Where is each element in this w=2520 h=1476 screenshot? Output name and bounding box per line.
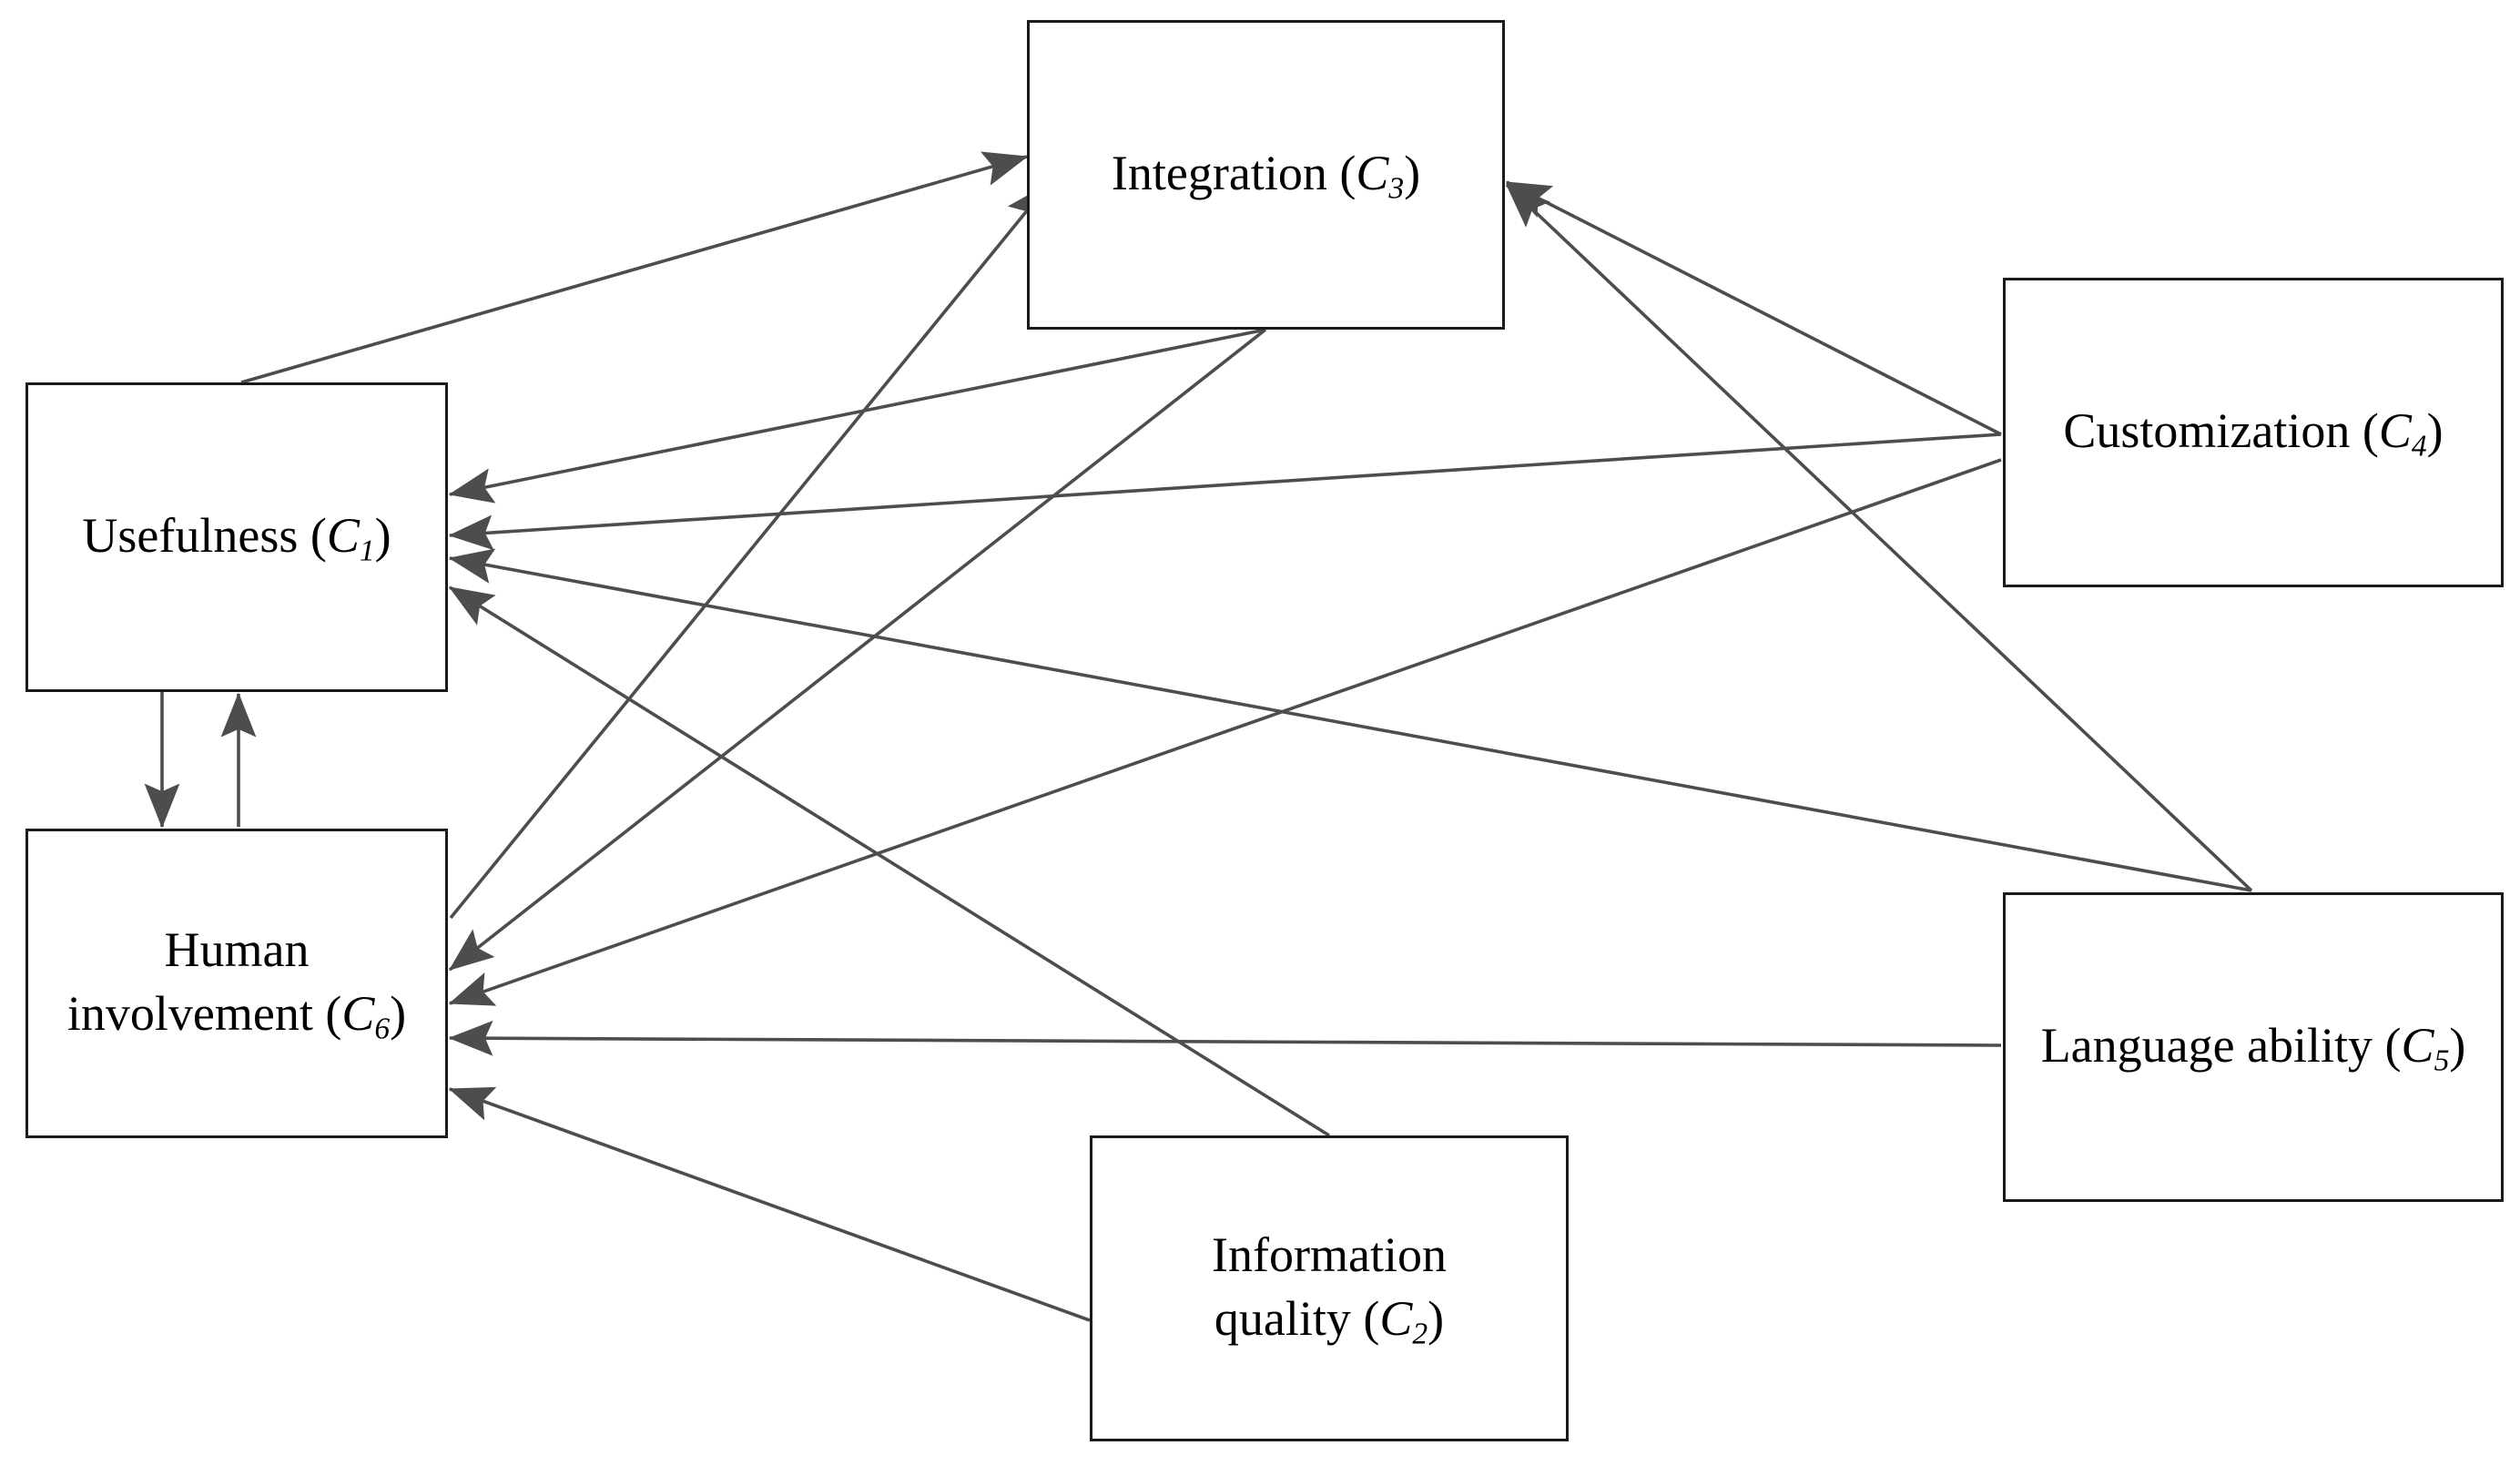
node-language-ability[interactable]: Language ability (C5) [2003, 892, 2504, 1202]
node-label-customization: Customization (C4) [2063, 403, 2444, 463]
edge-c3-to-c6 [448, 328, 1267, 972]
node-integration[interactable]: Integration (C3) [1027, 20, 1505, 330]
node-label-usefulness: Usefulness (C1) [82, 508, 391, 568]
edge-c2-to-c6 [448, 1086, 1091, 1322]
edge-c4-to-c3 [1505, 180, 2002, 436]
edge-c5-to-c1 [448, 548, 2252, 892]
node-label-language-ability: Language ability (C5) [2040, 1018, 2466, 1078]
edge-c4-to-c6 [448, 458, 2002, 1006]
edge-c4-to-c1 [448, 433, 2002, 551]
node-customization[interactable]: Customization (C4) [2003, 278, 2504, 587]
edge-c6-to-c3 [449, 182, 1051, 920]
edge-c5-to-c3 [1505, 183, 2253, 892]
edge-c5-to-c6 [448, 1020, 2002, 1056]
edge-c2-to-c1 [448, 585, 1330, 1137]
edge-c1-to-c3 [240, 151, 1029, 384]
node-usefulness[interactable]: Usefulness (C1) [25, 382, 448, 692]
node-label-integration: Integration (C3) [1111, 146, 1421, 206]
edge-c3-to-c1 [448, 328, 1266, 504]
